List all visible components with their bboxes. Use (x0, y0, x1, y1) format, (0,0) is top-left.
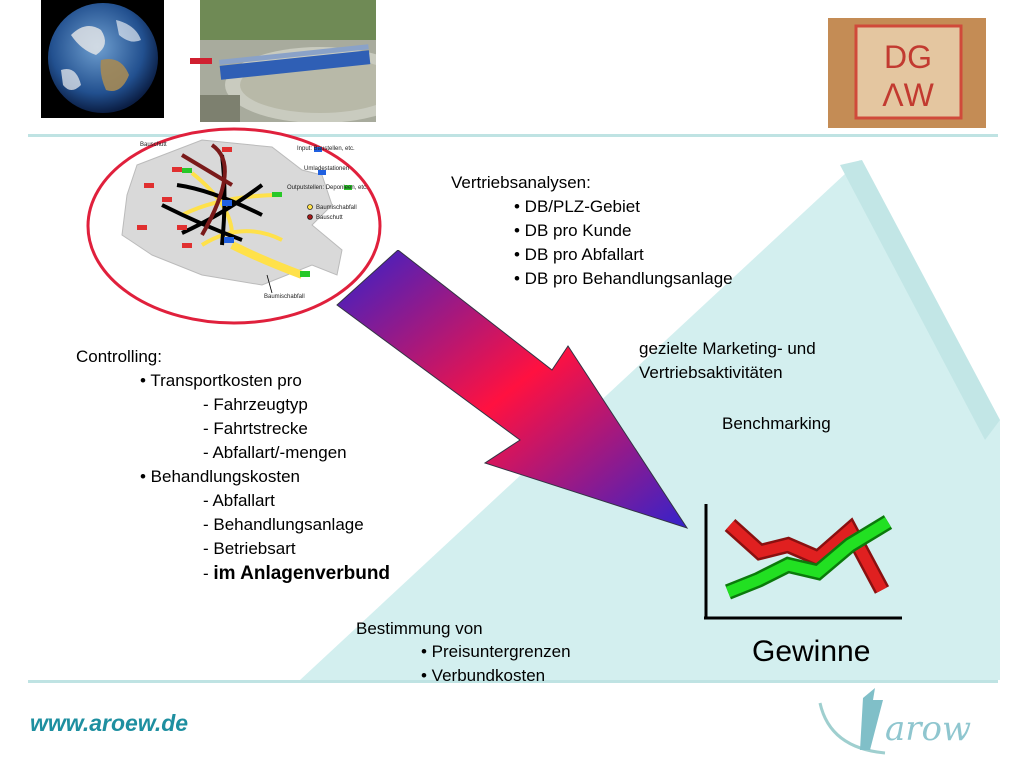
logo-text: arow (885, 709, 971, 749)
list-item: • Preisuntergrenzen (421, 642, 571, 661)
aroew-logo: arow (818, 688, 971, 755)
svg-text:DG: DG (884, 39, 932, 75)
list-item: - Abfallart (203, 491, 275, 510)
list-item: - Fahrtstrecke (203, 419, 308, 438)
list-item: • DB pro Behandlungsanlage (514, 269, 733, 288)
dgaw-logo: DG ΛW (828, 18, 986, 128)
list-item: • Verbundkosten (421, 666, 546, 685)
treatment-basin-photo (200, 0, 376, 122)
list-item: • DB/PLZ-Gebiet (514, 197, 640, 216)
svg-text:Baumischabfall: Baumischabfall (264, 294, 305, 300)
svg-text:Input: Baustellen, etc.: Input: Baustellen, etc. (297, 146, 355, 152)
marketing-text: gezielte Marketing- und Vertriebsaktivit… (639, 337, 816, 385)
list-item: - Betriebsart (203, 539, 296, 558)
svg-text:Outputstellen: Deponieen, etc.: Outputstellen: Deponieen, etc. (287, 185, 368, 191)
bestimmung-heading: Bestimmung von (356, 619, 483, 638)
profit-caption: Gewinne (752, 635, 871, 668)
marketing-line: Vertriebsaktivitäten (639, 363, 783, 382)
marketing-line: gezielte Marketing- und (639, 339, 816, 358)
controlling-heading: Controlling: (76, 347, 162, 366)
treatment-costs-list: - Abfallart - Behandlungsanlage - Betrie… (203, 489, 364, 561)
bestimmung-list: • Preisuntergrenzen • Verbundkosten (421, 640, 571, 688)
earth-photo (41, 0, 164, 118)
list-item: - Abfallart/-mengen (203, 443, 347, 462)
svg-text:Bauschutt: Bauschutt (140, 142, 167, 148)
svg-text:Baumischabfall: Baumischabfall (316, 205, 357, 211)
website-link[interactable]: www.aroew.de (30, 710, 189, 736)
svg-text:Bauschutt: Bauschutt (316, 215, 343, 221)
verbund-line: - im Anlagenverbund (203, 561, 390, 587)
flow-arrow (336, 250, 689, 529)
list-item: • DB pro Abfallart (514, 245, 644, 264)
transport-costs-list: - Fahrzeugtyp - Fahrtstrecke - Abfallart… (203, 393, 347, 465)
svg-text:Umladestationen: Umladestationen (304, 166, 349, 172)
logistics-network-diagram: Bauschutt Input: Baustellen, etc. Umlade… (86, 127, 382, 325)
transport-costs-item: • Transportkosten pro (140, 371, 302, 390)
red-marker (190, 58, 212, 64)
benchmarking-label: Benchmarking (722, 414, 831, 433)
bottom-divider (28, 680, 998, 683)
sales-analysis-heading: Vertriebsanalysen: (451, 173, 591, 192)
sales-analysis-list: • DB/PLZ-Gebiet • DB pro Kunde • DB pro … (514, 195, 733, 291)
verbund-dash: - (203, 564, 214, 583)
list-item: - Fahrzeugtyp (203, 395, 308, 414)
svg-text:ΛW: ΛW (882, 77, 934, 113)
top-divider (28, 134, 998, 137)
verbund-emphasis: im Anlagenverbund (213, 563, 391, 584)
profit-chart-graphic (704, 504, 902, 620)
list-item: • DB pro Kunde (514, 221, 632, 240)
treatment-costs-item: • Behandlungskosten (140, 467, 301, 486)
list-item: - Behandlungsanlage (203, 515, 364, 534)
